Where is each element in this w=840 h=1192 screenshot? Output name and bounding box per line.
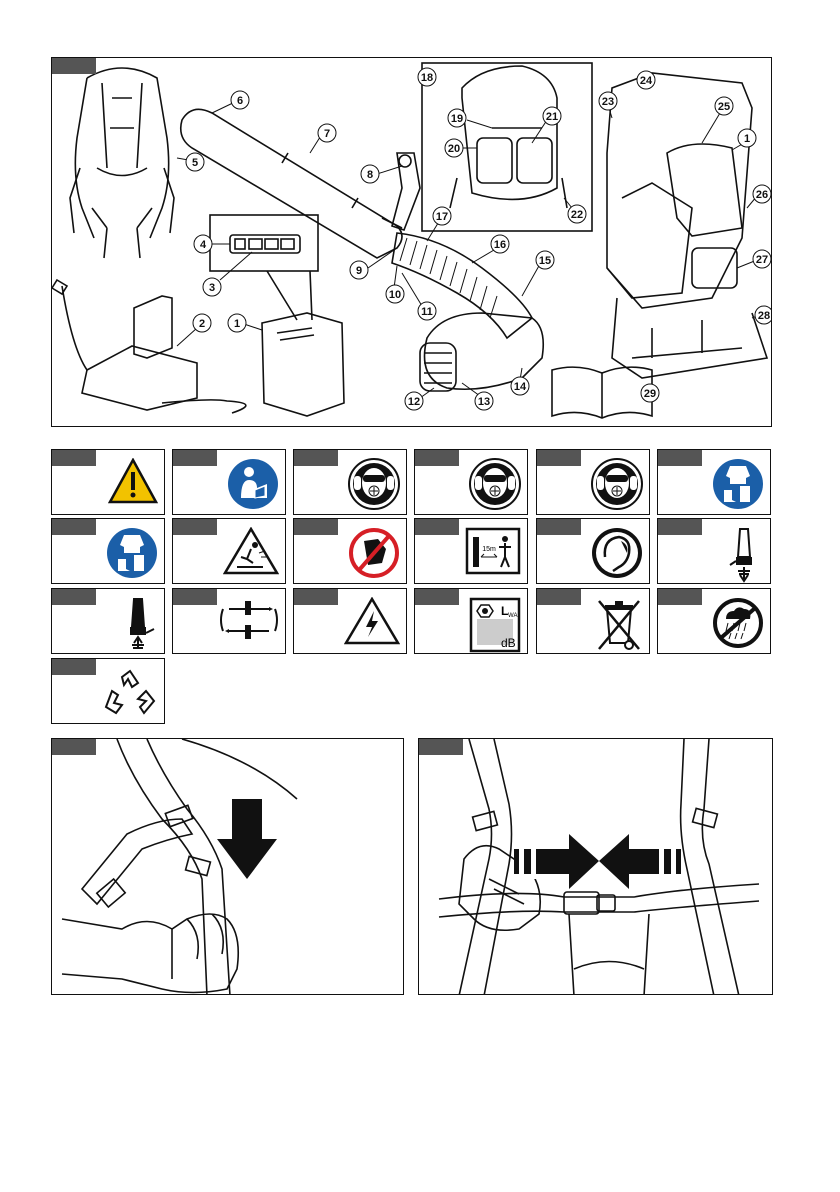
- symbol-cell: [536, 449, 650, 515]
- symbol-cell: [657, 588, 771, 654]
- callout-number: 20: [448, 143, 460, 155]
- symbol-cell: [51, 658, 165, 724]
- symbol-cell: [293, 588, 407, 654]
- callout-number: 21: [546, 111, 558, 123]
- pull-down-arrow-icon: [217, 779, 277, 879]
- callout-number: 10: [389, 289, 401, 301]
- callout-number: 6: [237, 95, 243, 107]
- symbol-number-tag: [294, 519, 338, 535]
- symbol-number-tag: [173, 519, 217, 535]
- symbol-number-tag: [537, 519, 581, 535]
- callout-number: 29: [644, 388, 656, 400]
- symbol-number-tag: [52, 450, 96, 466]
- symbol-cell: [172, 449, 286, 515]
- symbol-number-tag: [415, 519, 459, 535]
- callout-number: 4: [200, 239, 207, 251]
- callout-number: 2: [199, 318, 205, 330]
- symbol-number-tag: [52, 659, 96, 675]
- symbol-cell: [51, 588, 165, 654]
- shoulder-strap-illustration: [52, 739, 404, 995]
- symbol-cell: [172, 588, 286, 654]
- symbol-number-tag: [415, 589, 459, 605]
- callout-number: 3: [209, 282, 215, 294]
- symbol-number-tag: [415, 450, 459, 466]
- overview-illustration: 5678439171011161521121314181920212223242…: [52, 58, 772, 427]
- callout-number: 9: [356, 265, 362, 277]
- symbol-number-tag: [173, 450, 217, 466]
- harness-drawing: [70, 68, 174, 258]
- symbol-number-tag: [52, 519, 96, 535]
- callout-number: 22: [571, 209, 583, 221]
- shoulder-strap-figure: [51, 738, 404, 995]
- symbol-number-tag: [537, 589, 581, 605]
- symbol-number-tag: [173, 589, 217, 605]
- callout-number: 8: [367, 169, 373, 181]
- callout-number: 15: [539, 255, 551, 267]
- symbol-number-tag: [658, 450, 702, 466]
- symbol-number-tag: [294, 450, 338, 466]
- symbol-cell: [51, 449, 165, 515]
- belt-tighten-arrows-icon: [514, 834, 681, 889]
- symbol-number-tag: [658, 589, 702, 605]
- symbol-cell: [536, 588, 650, 654]
- noise-sign-wa: WA: [508, 613, 517, 619]
- callout-number: 28: [758, 310, 770, 322]
- symbol-cell: [293, 518, 407, 584]
- callout-number: 5: [192, 157, 198, 169]
- callout-number: 7: [324, 128, 330, 140]
- symbol-number-tag: [658, 519, 702, 535]
- callout-number: 12: [408, 396, 420, 408]
- symbol-number-tag: [537, 450, 581, 466]
- symbol-cell: [414, 449, 528, 515]
- symbol-cell: [172, 518, 286, 584]
- distance-label: 15m: [482, 546, 496, 553]
- callout-number: 24: [640, 75, 653, 87]
- figure-number-tag: [419, 739, 463, 755]
- callout-number: 13: [478, 396, 490, 408]
- callout-number: 23: [602, 96, 614, 108]
- callout-number: 1: [234, 318, 240, 330]
- symbol-number-tag: [294, 589, 338, 605]
- waist-belt-illustration: [419, 739, 773, 995]
- callout-number: 16: [494, 239, 506, 251]
- callout-number: 26: [756, 189, 768, 201]
- callout-number: 1: [744, 133, 750, 145]
- symbol-number-tag: [52, 589, 96, 605]
- callout-number: 14: [514, 381, 527, 393]
- symbol-cell: [657, 518, 771, 584]
- symbol-cell: 15m: [414, 518, 528, 584]
- symbol-cell: [293, 449, 407, 515]
- callout-number: 18: [421, 72, 433, 84]
- symbol-cell: [51, 518, 165, 584]
- waist-belt-figure: [418, 738, 773, 995]
- noise-sign-db: dB: [501, 636, 516, 650]
- figure-number-tag: [52, 739, 96, 755]
- callout-number: 25: [718, 101, 730, 113]
- callout-number: 19: [451, 113, 463, 125]
- callout-number: 27: [756, 254, 768, 266]
- figure-number-tag: [52, 58, 96, 74]
- callout-number: 11: [421, 306, 433, 318]
- callout-number: 17: [436, 211, 448, 223]
- symbol-cell: [657, 449, 771, 515]
- symbol-cell: [536, 518, 650, 584]
